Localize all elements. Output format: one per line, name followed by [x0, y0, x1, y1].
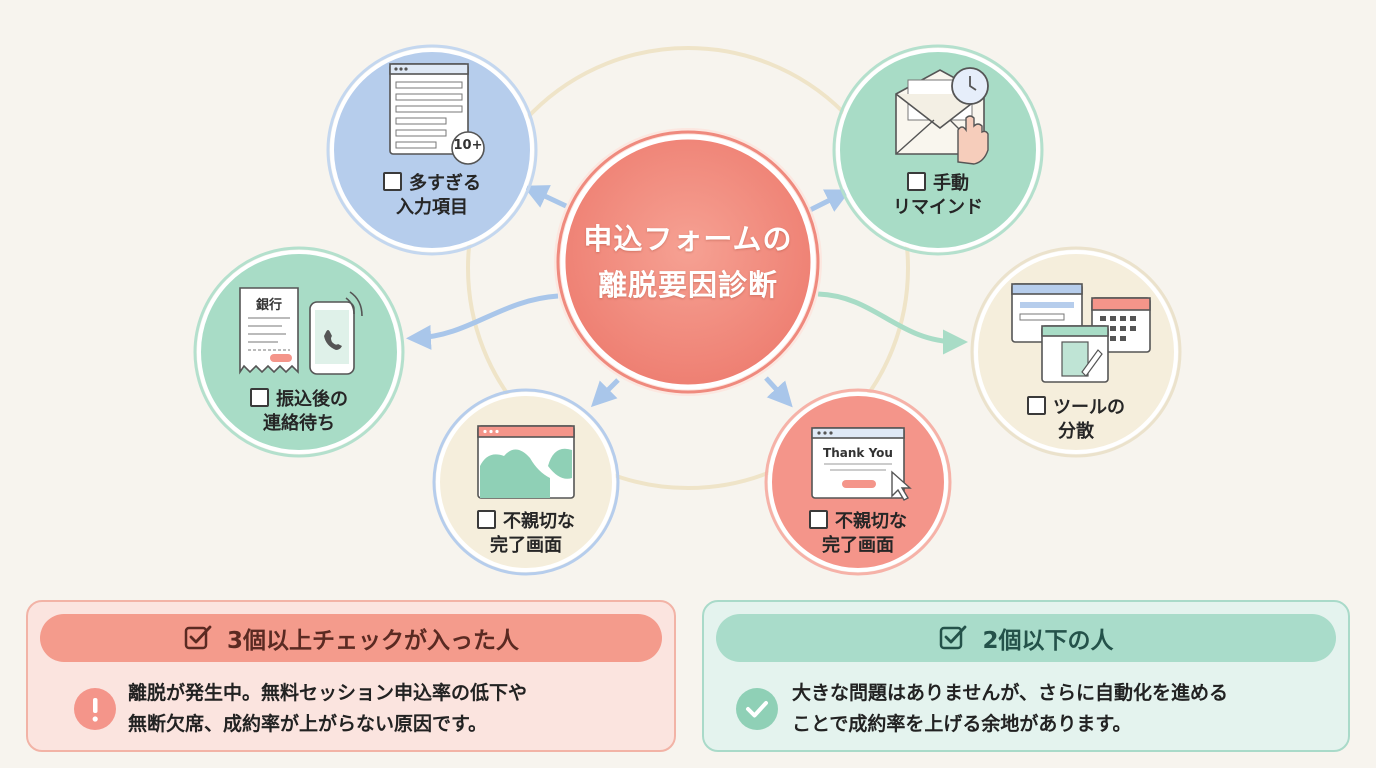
node-input-fields: 多すぎる入力項目 — [332, 50, 532, 250]
form-illustration — [389, 63, 485, 165]
node-label-line: 分散 — [1058, 421, 1094, 442]
panel-body-line: 大きな問題はありませんが、さらに自動化を進める — [792, 682, 1229, 704]
panel-body-line: ことで成約率を上げる余地があります。 — [792, 713, 1132, 735]
blob-window-illustration — [477, 425, 575, 499]
checkbox-bank-transfer[interactable] — [250, 388, 269, 407]
node-label-line: リマインド — [893, 197, 983, 218]
panel-heading-text: 3個以上チェックが入った人 — [226, 628, 519, 654]
node-label-line: 手動 — [933, 173, 969, 194]
arrow-to-completion-right — [764, 376, 793, 408]
node-label-line: 入力項目 — [396, 197, 468, 218]
checkbox-checked-icon — [940, 625, 967, 650]
panel-two-or-less: 2個以下の人 大きな問題はありませんが、さらに自動化を進める ことで成約率を上げ… — [702, 600, 1350, 752]
diagram-title: 申込フォームの 離脱要因診断 — [562, 136, 814, 388]
count-badge: 10+ — [453, 138, 483, 153]
node-manual-reminder: 手動リマインド — [838, 50, 1038, 250]
arrow-to-manual-reminder — [808, 189, 851, 213]
orbit-ring — [466, 46, 910, 490]
arrow-to-completion-left — [590, 378, 620, 408]
node-completion-left: 不親切な完了画面 — [438, 394, 614, 570]
node-label-line: 完了画面 — [490, 535, 562, 556]
checkbox-tool-scatter[interactable] — [1027, 396, 1046, 415]
checkbox-checked-icon — [184, 625, 212, 650]
center-outline — [556, 130, 820, 394]
checkbox-completion-left[interactable] — [477, 510, 496, 529]
arrow-to-input-fields — [522, 185, 568, 209]
checkbox-manual-reminder[interactable] — [907, 172, 926, 191]
node-tool-scatter: ツールの分散 — [976, 252, 1176, 452]
panel-heading-text: 2個以下の人 — [982, 628, 1114, 654]
arrow-to-bank-transfer — [406, 293, 559, 350]
panel-body-three-or-more: 離脱が発生中。無料セッション申込率の低下や 無断欠席、成約率が上がらない原因です… — [128, 678, 654, 740]
checkbox-completion-right[interactable] — [809, 510, 828, 529]
title-line-2: 離脱要因診断 — [597, 268, 778, 302]
node-label-line: ツールの — [1053, 397, 1125, 418]
panel-body-two-or-less: 大きな問題はありませんが、さらに自動化を進める ことで成約率を上げる余地がありま… — [792, 678, 1328, 740]
receipt-bank-label: 銀行 — [255, 298, 282, 313]
panel-body-line: 離脱が発生中。無料セッション申込率の低下や — [128, 682, 528, 704]
panel-body-line: 無断欠席、成約率が上がらない原因です。 — [128, 713, 488, 735]
thankyou-text: Thank You — [823, 446, 893, 460]
center-circle — [560, 134, 816, 390]
tools-illustration — [1011, 283, 1151, 383]
title-line-1: 申込フォームの — [583, 222, 793, 256]
cursor-icon — [891, 470, 912, 501]
receipt-phone-illustration — [239, 287, 363, 375]
panel-three-or-more: 3個以上チェックが入った人 離脱が発生中。無料セッション申込率の低下や 無断欠席… — [26, 600, 676, 752]
arrow-to-tool-scatter — [817, 291, 968, 355]
panel-heading-two-or-less: 2個以下の人 — [716, 614, 1336, 662]
panel-heading-three-or-more: 3個以上チェックが入った人 — [40, 614, 662, 662]
thankyou-window-illustration — [811, 427, 912, 501]
checkbox-input-fields[interactable] — [383, 172, 402, 191]
node-label-line: 振込後の — [276, 389, 348, 410]
node-label-line: 不親切な — [835, 511, 907, 532]
exclamation-icon — [74, 688, 116, 730]
check-icon — [736, 688, 778, 730]
envelope-clock-illustration — [895, 67, 989, 165]
node-label-line: 不親切な — [503, 511, 575, 532]
node-completion-right: 不親切な完了画面 — [770, 394, 946, 570]
node-label-line: 多すぎる — [409, 173, 481, 194]
node-label-line: 連絡待ち — [263, 413, 335, 434]
node-bank-transfer: 振込後の連絡待ち — [199, 252, 399, 452]
node-label-line: 完了画面 — [822, 535, 894, 556]
